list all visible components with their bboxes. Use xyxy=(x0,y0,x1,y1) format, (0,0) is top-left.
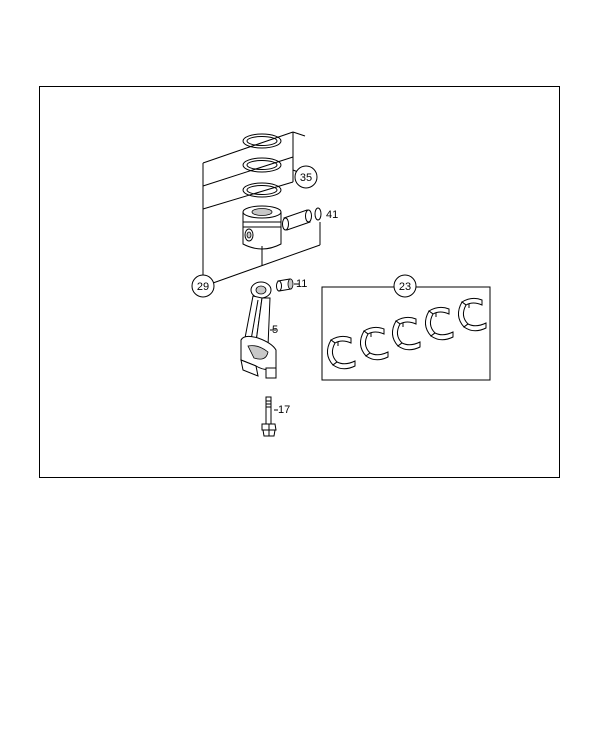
callout-29-label: 29 xyxy=(197,281,209,293)
callout-11-label: 11 xyxy=(296,278,307,290)
bearing-shell xyxy=(458,297,487,332)
piston-pin xyxy=(282,209,312,231)
callout-35-label: 35 xyxy=(300,172,312,184)
piston-rings xyxy=(242,133,282,198)
bearing-shell xyxy=(360,326,389,361)
connecting-rod: 5 xyxy=(240,281,278,379)
piston xyxy=(242,205,282,254)
snap-ring: 41 xyxy=(314,207,338,221)
conrod-bolt: 17 xyxy=(261,396,290,437)
bearing-shells xyxy=(327,297,487,370)
bearing-shell xyxy=(392,316,421,351)
callout-35-leader xyxy=(202,131,306,210)
callout-35: 35 xyxy=(294,165,318,189)
callout-29: 29 xyxy=(191,274,215,298)
diagram-frame xyxy=(39,86,560,478)
small-end-bushing: 11 xyxy=(276,278,307,292)
callout-29-leader xyxy=(202,163,321,284)
callout-17-label: 17 xyxy=(278,404,290,416)
callout-5-label: 5 xyxy=(272,324,278,336)
callout-23-label: 23 xyxy=(399,281,411,293)
bearing-shell xyxy=(425,306,454,341)
bearing-shell xyxy=(327,335,356,370)
callout-23: 23 xyxy=(393,274,417,298)
callout-41-label: 41 xyxy=(326,209,338,221)
